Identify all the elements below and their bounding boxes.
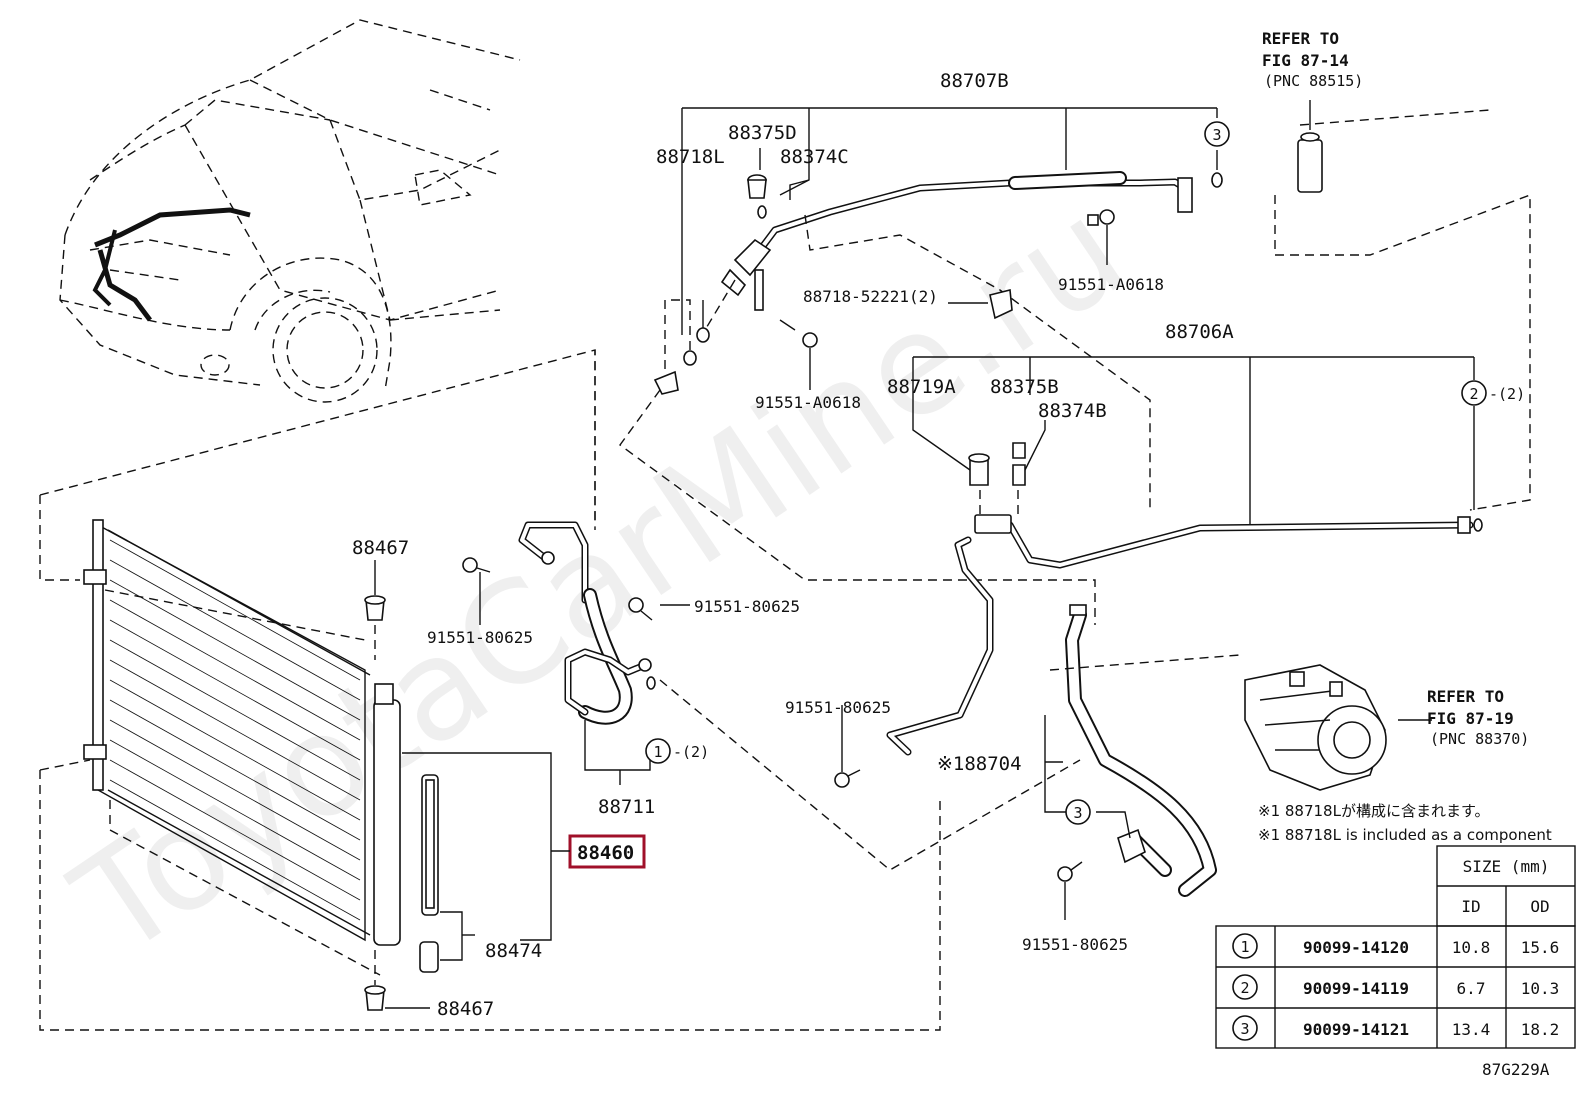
oring-ref-1-left-number: 1: [653, 743, 662, 761]
note-japanese: ※1 88718Lが構成に含まれます。: [1258, 802, 1489, 820]
label-88374c[interactable]: 88374C: [780, 146, 849, 168]
compressor-illustration: [1244, 664, 1432, 791]
label-88711[interactable]: 88711: [598, 796, 655, 818]
oring-ref-3-bottom: [1065, 799, 1091, 825]
vehicle-outline-illustration: [59, 19, 521, 403]
label-91551-80625-a[interactable]: 91551-80625: [427, 628, 533, 647]
bolt-91551-80625-b: [628, 597, 653, 621]
label-88375d[interactable]: 88375D: [728, 122, 797, 144]
bolt-91551-80625-a: [462, 557, 491, 573]
suction-hose-88704: [1065, 604, 1217, 897]
row2-id: 6.7: [1457, 979, 1486, 998]
oring-ref-3-bottom-number: 3: [1073, 804, 1082, 822]
cap-88467-bottom: [364, 985, 386, 1011]
row2-part: 90099-14119: [1303, 979, 1409, 998]
label-91551-80625-b[interactable]: 91551-80625: [694, 597, 800, 616]
refer-fig-87-14-line3: (PNC 88515): [1264, 72, 1363, 90]
label-88707b[interactable]: 88707B: [940, 70, 1009, 92]
refer-fig-87-19-line2[interactable]: FIG 87-19: [1427, 709, 1514, 728]
label-91551-a0618-top[interactable]: 91551-A0618: [1058, 275, 1164, 294]
oring-ref-2-right-qty: -(2): [1489, 385, 1525, 403]
oring-ref-2-right: [1461, 380, 1487, 406]
row3-part: 90099-14121: [1303, 1020, 1409, 1039]
refer-fig-87-14-line1: REFER TO: [1262, 29, 1339, 48]
label-91551-80625-c[interactable]: 91551-80625: [785, 698, 891, 717]
figure-code: 87G229A: [1482, 1060, 1550, 1079]
row1-part: 90099-14120: [1303, 938, 1409, 957]
label-88460[interactable]: 88460: [577, 842, 634, 864]
row3-ref: 3: [1240, 1020, 1249, 1038]
row3-id: 13.4: [1452, 1020, 1491, 1039]
oring-ref-3-top: [1204, 121, 1230, 147]
label-88375b[interactable]: 88375B: [990, 376, 1059, 398]
row2-ref: 2: [1240, 979, 1249, 997]
oring-ref-2-right-number: 2: [1469, 385, 1478, 403]
suction-pipe-88707b: [720, 171, 1193, 311]
label-88374b[interactable]: 88374B: [1038, 400, 1107, 422]
label-88467-bottom[interactable]: 88467: [437, 998, 494, 1020]
row3-od: 18.2: [1521, 1020, 1560, 1039]
label-91551-80625-d[interactable]: 91551-80625: [1022, 935, 1128, 954]
row2-od: 10.3: [1521, 979, 1560, 998]
discharge-hose-88711: [518, 521, 656, 725]
label-88719a[interactable]: 88719A: [887, 376, 956, 398]
row1-id: 10.8: [1452, 938, 1491, 957]
label-88718l[interactable]: 88718L: [656, 146, 725, 168]
size-header: SIZE (mm): [1463, 857, 1550, 876]
label-88467-top[interactable]: 88467: [352, 537, 409, 559]
col-id-header: ID: [1461, 897, 1480, 916]
label-88718-52221[interactable]: 88718-52221(2): [803, 287, 938, 306]
refer-fig-87-19-line3: (PNC 88370): [1430, 730, 1529, 748]
row1-od: 15.6: [1521, 938, 1560, 957]
refer-fig-87-14-line2[interactable]: FIG 87-14: [1262, 51, 1349, 70]
label-88704[interactable]: ※188704: [937, 753, 1022, 775]
bolt-91551-80625-c: [834, 769, 861, 788]
label-91551-a0618-left[interactable]: 91551-A0618: [755, 393, 861, 412]
liquid-pipe-88706a: [886, 442, 1483, 756]
oring-ref-3-top-number: 3: [1212, 126, 1221, 144]
note-english: ※1 88718L is included as a component: [1258, 826, 1552, 844]
refer-fig-87-19-line1: REFER TO: [1427, 687, 1504, 706]
oring-ref-1-left: [645, 738, 671, 764]
label-88474[interactable]: 88474: [485, 940, 542, 962]
row1-ref: 1: [1240, 938, 1249, 956]
cap-88467-top: [364, 595, 386, 621]
col-od-header: OD: [1530, 897, 1549, 916]
size-table: SIZE (mm) ID OD 1 90099-14120 10.8 15.6 …: [1215, 845, 1576, 1049]
label-88706a[interactable]: 88706A: [1165, 321, 1234, 343]
oring-ref-1-left-qty: -(2): [673, 743, 709, 761]
condenser-illustration: [83, 519, 401, 946]
bolt-91551-80625-d: [1057, 861, 1083, 882]
